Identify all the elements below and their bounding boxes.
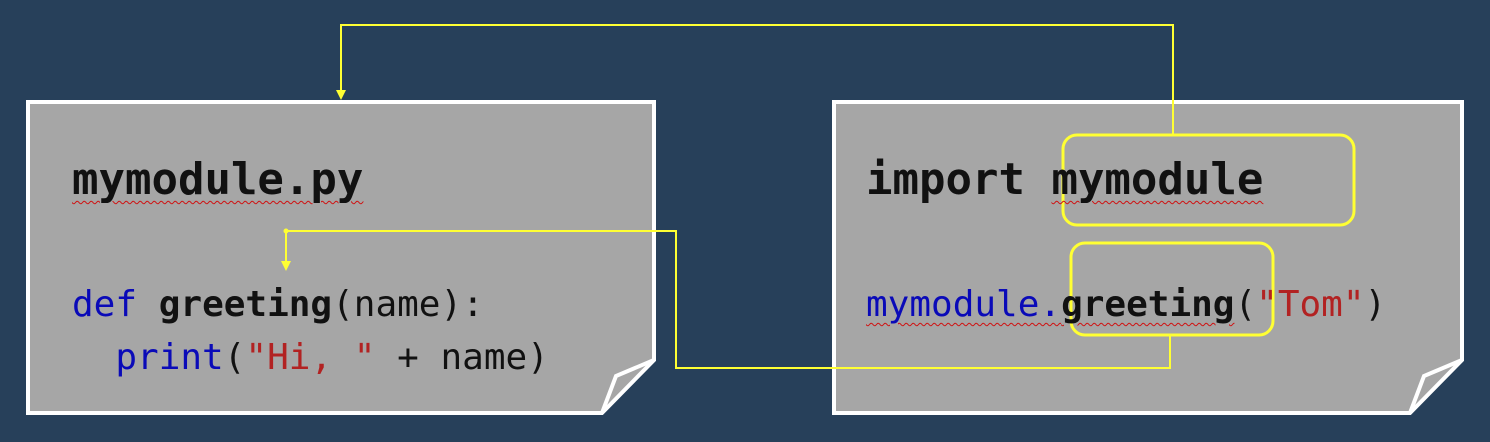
imported-module-name: mymodule	[1051, 154, 1264, 205]
module-name-highlight	[1061, 133, 1356, 227]
right-note-body	[832, 100, 1464, 415]
greeting-string: "Hi, "	[245, 337, 376, 378]
left-note-code-line1: def greeting(name):	[72, 283, 484, 327]
function-name: greeting	[158, 284, 333, 325]
print-open-paren: (	[223, 337, 246, 378]
call-argument: "Tom"	[1256, 284, 1365, 325]
left-note-page-curl	[600, 358, 655, 414]
function-name-highlight	[1069, 241, 1275, 337]
call-open-paren: (	[1234, 284, 1257, 325]
left-note-code-line2: print("Hi, " + name)	[72, 336, 549, 380]
module-connector-arrow	[336, 24, 1174, 135]
call-function-name: greeting	[1061, 284, 1235, 325]
right-note-page-curl	[1408, 358, 1463, 414]
function-call-line: mymodule.greeting("Tom")	[866, 283, 1386, 327]
right-note	[832, 100, 1464, 415]
import-statement: import mymodule	[866, 155, 1263, 205]
left-note	[26, 100, 656, 415]
print-rest: + name)	[375, 337, 549, 378]
call-module-prefix: mymodule.	[866, 284, 1062, 325]
left-note-body	[26, 100, 656, 415]
function-connector-joint	[283, 228, 289, 234]
call-close-paren: )	[1364, 284, 1387, 325]
print-call: print	[115, 337, 224, 378]
def-keyword: def	[72, 284, 138, 325]
left-note-title: mymodule.py	[72, 154, 364, 205]
function-connector-arrow	[281, 230, 1171, 369]
import-keyword: import	[866, 154, 1025, 205]
function-params: (name):	[332, 284, 484, 325]
